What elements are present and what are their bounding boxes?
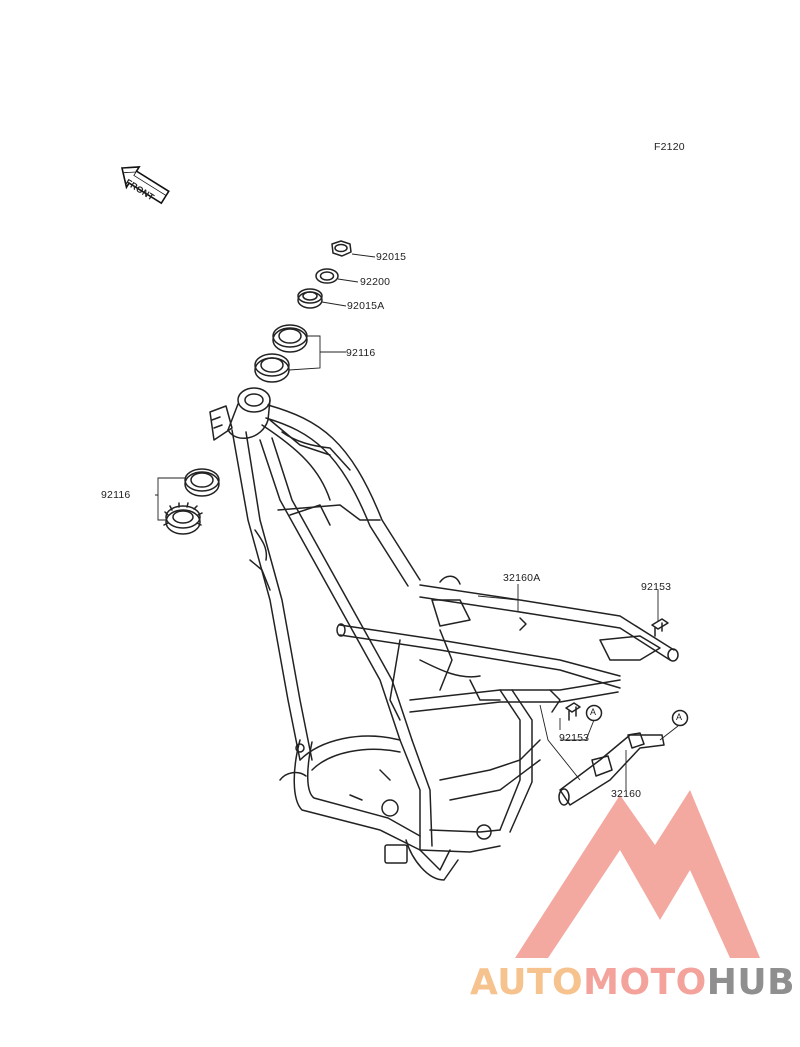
- callout-a-letter: A: [590, 707, 597, 717]
- bearing-race-lower-icon: [254, 353, 290, 383]
- frame-down-tubes: [231, 429, 413, 761]
- nut-92015-icon: [331, 240, 352, 257]
- watermark-word-moto: MOTO: [583, 962, 707, 1003]
- part-number-label: 32160A: [503, 572, 541, 584]
- frame-head-tube: [209, 387, 271, 441]
- front-arrow-icon: [121, 166, 170, 205]
- part-number-label: 92153: [641, 581, 672, 593]
- part-number-label: 92153: [559, 732, 590, 744]
- leader-lines: [155, 253, 679, 790]
- part-number-label: 92200: [360, 276, 391, 288]
- part-number-label: 32160: [611, 788, 642, 800]
- part-number-label: 92116: [346, 347, 376, 359]
- bolt-92153-upper-icon: [651, 618, 669, 637]
- frame-rear-section: [295, 679, 621, 881]
- part-number-label: 92015: [376, 251, 407, 263]
- bearing-race-left-upper-icon: [184, 468, 220, 497]
- washer-92200-icon: [315, 268, 339, 284]
- bolt-92153-lower-icon: [565, 702, 581, 721]
- part-number-label: 92015A: [347, 300, 385, 312]
- watermark-word-auto: AUTO: [470, 962, 584, 1003]
- bracket-32160-icon: [558, 732, 665, 806]
- part-number-label: 92116: [101, 489, 131, 501]
- nut-92015a-icon: [297, 288, 323, 309]
- callout-a-marker-2: [671, 709, 689, 727]
- watermark-word-hub: HUB: [706, 962, 796, 1003]
- watermark-logo: [515, 790, 760, 958]
- frame-seat-rails: [336, 575, 679, 721]
- frame-top-tubes: [261, 404, 421, 587]
- diagram-code: F2120: [654, 141, 685, 153]
- watermark-text: AUTOMOTOHUB: [470, 962, 795, 1003]
- frame-cross-members: [277, 504, 561, 801]
- frame-cradle: [279, 735, 421, 851]
- callout-a-letter: A: [676, 712, 683, 722]
- bearing-race-upper-icon: [272, 324, 308, 353]
- bearing-left-lower-icon: [163, 502, 203, 535]
